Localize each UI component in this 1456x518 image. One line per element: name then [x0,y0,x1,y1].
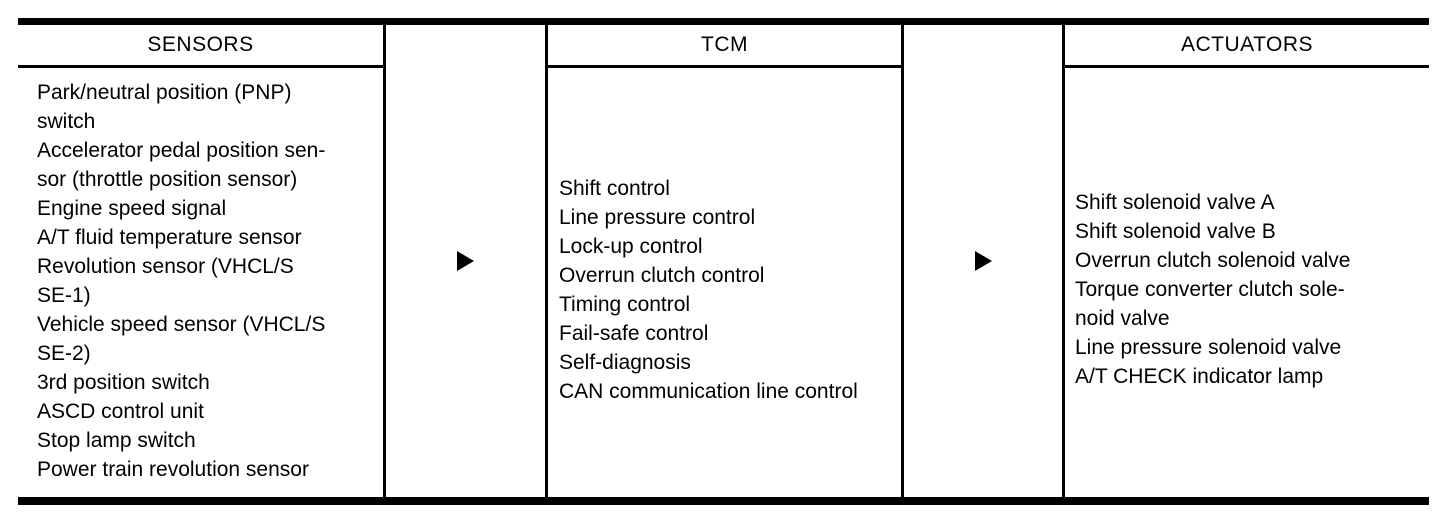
list-item: Stop lamp switch [37,429,196,452]
actuators-list: Shift solenoid valve A Shift solenoid va… [1065,68,1429,497]
arrow-right-icon [974,251,992,271]
list-item: A/T fluid temperature sensor [37,226,302,249]
list-item: Power train revolution sensor [37,458,309,481]
list-item: Self-diagnosis [559,350,691,374]
sensors-header: SENSORS [18,25,383,68]
list-item: Accelerator pedal position sen- sor (thr… [37,139,326,191]
arrow-right-icon [457,251,474,271]
list-item: Overrun clutch solenoid valve [1075,249,1351,272]
list-item: 3rd position switch [37,371,210,394]
sensors-column: SENSORS Park/neutral position (PNP) swit… [18,25,386,497]
list-item: Engine speed signal [37,197,227,220]
actuators-header: ACTUATORS [1065,25,1429,68]
list-item: CAN communication line control [559,379,858,403]
tcm-to-actuators-gap [904,25,1062,497]
list-item: Shift solenoid valve A [1075,191,1275,214]
list-item: Park/neutral position (PNP) switch [37,81,292,133]
list-item: Line pressure control [559,205,756,229]
list-item: Shift solenoid valve B [1075,220,1276,243]
sensors-list: Park/neutral position (PNP) switch Accel… [18,68,383,497]
list-item: Line pressure solenoid valve [1075,336,1342,359]
sensors-to-tcm-gap [386,25,545,497]
list-item: Fail-safe control [559,321,709,345]
list-item: Torque converter clutch sole- noid valve [1075,278,1345,330]
actuators-column: ACTUATORS Shift solenoid valve A Shift s… [1062,25,1429,497]
list-item: ASCD control unit [37,400,204,423]
list-item: A/T CHECK indicator lamp [1075,365,1324,388]
list-item: Shift control [559,176,670,200]
list-item: Overrun clutch control [559,263,765,287]
list-item: Timing control [559,292,691,316]
list-item: Lock-up control [559,234,703,258]
tcm-signal-flow-diagram: SENSORS Park/neutral position (PNP) swit… [18,18,1429,505]
tcm-header: TCM [548,25,901,68]
list-item: Revolution sensor (VHCL/S SE-1) [37,255,294,307]
list-item: Vehicle speed sensor (VHCL/S SE-2) [37,313,326,365]
tcm-column: TCM Shift control Line pressure control … [545,25,904,497]
tcm-list: Shift control Line pressure control Lock… [548,68,901,497]
